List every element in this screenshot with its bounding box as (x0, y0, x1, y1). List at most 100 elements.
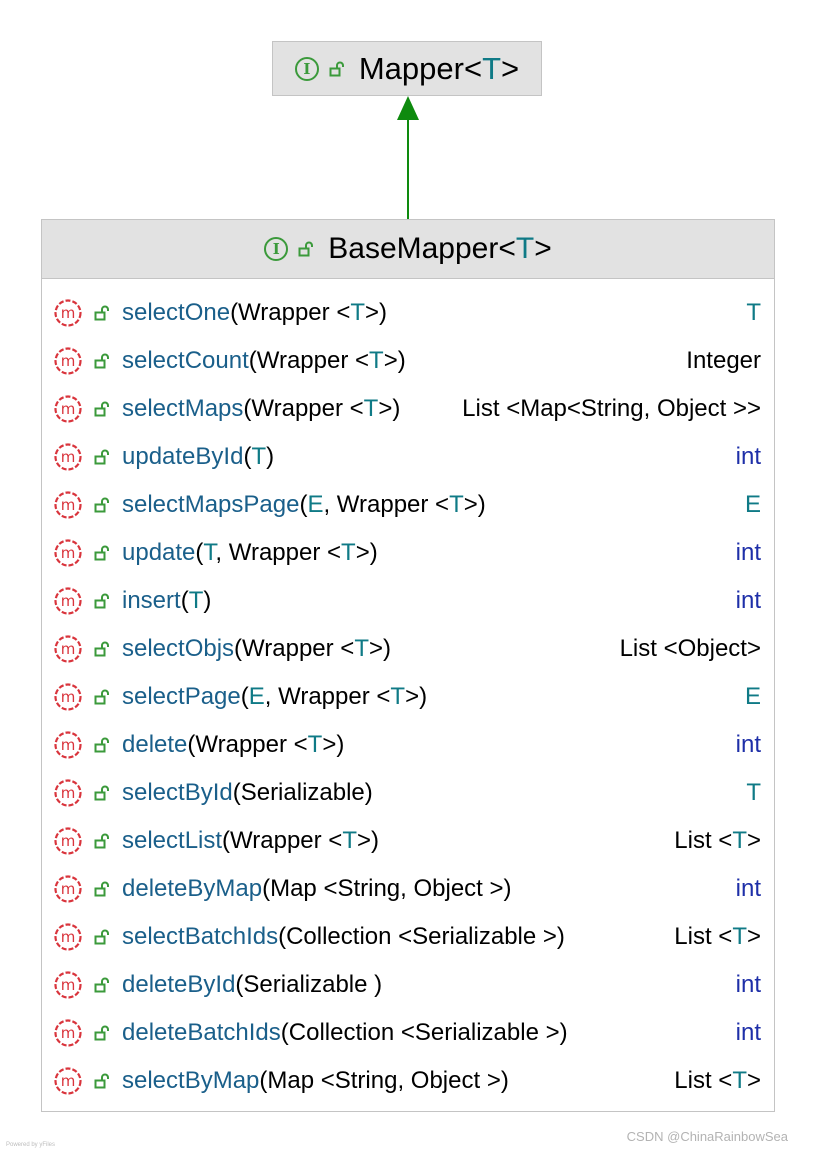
method-icon: m (53, 826, 83, 856)
interface-icon: I (294, 56, 319, 81)
method-icon: m (53, 442, 83, 472)
method-params: (Map <String, Object >) (259, 1067, 509, 1094)
method-return-type: int (735, 443, 761, 470)
public-lock-icon (94, 641, 110, 657)
watermark: CSDN @ChinaRainbowSea (626, 1129, 788, 1144)
method-row-updateById[interactable]: m updateById(T) int (42, 434, 774, 482)
method-return-type: List <T> (674, 923, 761, 950)
svg-text:m: m (61, 832, 76, 850)
method-icon: m (53, 1066, 83, 1096)
method-icon: m (53, 682, 83, 712)
method-signature: selectById(Serializable) (122, 779, 373, 807)
method-signature: deleteById(Serializable ) (122, 971, 382, 999)
method-row-insert[interactable]: m insert(T) int (42, 578, 774, 626)
method-signature: update(T, Wrapper <T>) (122, 539, 378, 567)
method-return-type: int (735, 587, 761, 614)
public-lock-icon (94, 401, 110, 417)
public-lock-icon (94, 833, 110, 849)
method-name: deleteById (122, 971, 236, 998)
svg-text:m: m (61, 688, 76, 706)
method-icon: m (53, 778, 83, 808)
method-return-type: int (735, 971, 761, 998)
mapper-interface-box[interactable]: I Mapper<T> (272, 41, 542, 96)
method-icon: m (53, 730, 83, 760)
method-name: insert (122, 587, 181, 614)
method-signature: selectOne(Wrapper <T>) (122, 299, 387, 327)
inheritance-arrow (397, 96, 419, 220)
method-row-selectPage[interactable]: m selectPage(E, Wrapper <T>) E (42, 674, 774, 722)
method-params: (Collection <Serializable >) (280, 1019, 568, 1046)
svg-text:m: m (61, 1072, 76, 1090)
method-name: deleteBatchIds (122, 1019, 281, 1046)
public-lock-icon (94, 977, 110, 993)
svg-text:m: m (61, 880, 76, 898)
method-signature: selectPage(E, Wrapper <T>) (122, 683, 427, 711)
public-lock-icon (94, 689, 110, 705)
method-name: selectById (122, 779, 233, 806)
public-lock-icon (298, 241, 314, 257)
interface-icon: I (264, 237, 289, 261)
method-icon: m (53, 874, 83, 904)
svg-text:m: m (61, 976, 76, 994)
method-row-deleteById[interactable]: m deleteById(Serializable ) int (42, 962, 774, 1010)
method-signature: insert(T) (122, 587, 211, 615)
method-name: updateById (122, 443, 244, 470)
method-signature: selectBatchIds(Collection <Serializable … (122, 923, 565, 951)
method-params: (Serializable ) (235, 971, 383, 998)
svg-text:m: m (61, 544, 76, 562)
method-icon: m (53, 634, 83, 664)
method-return-type: int (735, 731, 761, 758)
svg-text:m: m (61, 592, 76, 610)
method-name: selectMapsPage (122, 491, 300, 518)
method-name: selectByMap (122, 1067, 260, 1094)
method-icon: m (53, 586, 83, 616)
method-params: (Wrapper <T>) (243, 395, 401, 422)
method-icon: m (53, 346, 83, 376)
method-params: (T, Wrapper <T>) (195, 539, 378, 566)
method-params: (E, Wrapper <T>) (299, 491, 486, 518)
public-lock-icon (94, 1073, 110, 1089)
method-icon: m (53, 394, 83, 424)
method-params: (T) (243, 443, 275, 470)
method-return-type: List <Map<String, Object >> (462, 395, 761, 422)
public-lock-icon (94, 497, 110, 513)
public-lock-icon (94, 305, 110, 321)
public-lock-icon (94, 785, 110, 801)
method-params: (Wrapper <T>) (230, 299, 388, 326)
public-lock-icon (94, 1025, 110, 1041)
public-lock-icon (94, 929, 110, 945)
method-params: (Map <String, Object >) (262, 875, 512, 902)
method-icon: m (53, 298, 83, 328)
method-params: (Serializable) (232, 779, 373, 806)
method-name: selectMaps (122, 395, 244, 422)
basemapper-header: I BaseMapper<T> (42, 220, 774, 279)
method-row-update[interactable]: m update(T, Wrapper <T>) int (42, 530, 774, 578)
public-lock-icon (94, 881, 110, 897)
method-row-selectMaps[interactable]: m selectMaps(Wrapper <T>) List <Map<String… (42, 386, 774, 434)
method-signature: deleteBatchIds(Collection <Serializable … (122, 1019, 568, 1047)
public-lock-icon (94, 593, 110, 609)
method-return-type: int (735, 539, 761, 566)
method-return-type: E (744, 491, 761, 518)
svg-text:m: m (61, 784, 76, 802)
method-return-type: E (744, 683, 761, 710)
svg-text:m: m (61, 352, 76, 370)
method-return-type: int (735, 1019, 761, 1046)
method-params: (E, Wrapper <T>) (240, 683, 428, 710)
svg-text:m: m (61, 640, 76, 658)
method-signature: selectList(Wrapper <T>) (122, 827, 379, 855)
method-signature: selectCount(Wrapper <T>) (122, 347, 406, 375)
public-lock-icon (94, 353, 110, 369)
